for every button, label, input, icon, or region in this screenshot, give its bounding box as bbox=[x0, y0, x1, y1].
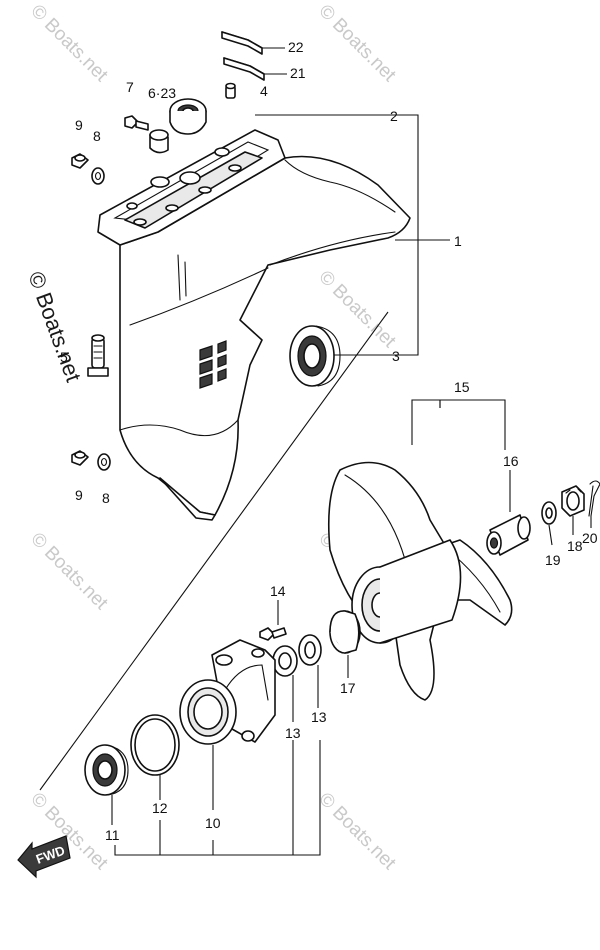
watermark-side: © Boats.net bbox=[23, 268, 86, 385]
bearing-3 bbox=[289, 325, 341, 387]
callout-12: 12 bbox=[152, 800, 168, 816]
callout-14: 14 bbox=[270, 583, 286, 599]
cotter-pin-20 bbox=[588, 480, 600, 517]
callout-21: 21 bbox=[290, 65, 306, 81]
watermark-1: © Boats.net bbox=[26, 1, 112, 87]
callout-20: 20 bbox=[582, 530, 598, 546]
oil-seal-13b bbox=[298, 634, 322, 666]
callout-3: 3 bbox=[392, 348, 400, 364]
callout-6-23: 6·23 bbox=[148, 85, 176, 101]
callout-16: 16 bbox=[503, 453, 519, 469]
callout-19: 19 bbox=[545, 552, 561, 568]
shaft-housing-10 bbox=[179, 639, 276, 745]
bolt-9-top bbox=[71, 153, 89, 169]
pin-4 bbox=[225, 82, 236, 99]
callout-1: 1 bbox=[454, 233, 462, 249]
washer-8-bottom bbox=[97, 453, 111, 471]
bearing-11 bbox=[84, 744, 129, 796]
callout-8-top: 8 bbox=[93, 128, 101, 144]
propeller bbox=[327, 461, 513, 701]
callout-10: 10 bbox=[205, 815, 221, 831]
callout-9-bottom: 9 bbox=[75, 487, 83, 503]
nut-18 bbox=[561, 485, 585, 517]
callout-4: 4 bbox=[260, 83, 268, 99]
bolt-5 bbox=[87, 334, 109, 377]
assembly-guide-line bbox=[39, 311, 389, 791]
watermark-7: © Boats.net bbox=[314, 789, 400, 875]
callout-5: 5 bbox=[60, 349, 68, 365]
callouts: 22 21 7 6·23 4 2 9 8 1 5 3 15 16 9 8 19 … bbox=[60, 39, 598, 843]
washer-8-top bbox=[91, 167, 105, 185]
bolt-7 bbox=[124, 115, 149, 131]
callout-8-bottom: 8 bbox=[102, 490, 110, 506]
fwd-arrow-icon: FWD bbox=[17, 835, 71, 879]
thrust-washer-17 bbox=[329, 610, 361, 654]
callout-15: 15 bbox=[454, 379, 470, 395]
o-ring-12 bbox=[130, 714, 180, 776]
callout-18: 18 bbox=[567, 538, 583, 554]
callout-22: 22 bbox=[288, 39, 304, 55]
bolt-9-bottom bbox=[71, 450, 89, 466]
anode-22 bbox=[221, 31, 263, 55]
callout-11: 11 bbox=[105, 827, 120, 843]
bolt-14 bbox=[259, 627, 287, 641]
callout-9-top: 9 bbox=[75, 117, 83, 133]
watermark-4: © Boats.net bbox=[26, 529, 112, 615]
callout-17: 17 bbox=[340, 680, 356, 696]
oil-seal-13a bbox=[272, 645, 298, 677]
washer-19 bbox=[541, 501, 557, 525]
collar-6-23 bbox=[149, 129, 169, 154]
anode-21 bbox=[223, 57, 265, 81]
spacer-16 bbox=[486, 514, 531, 556]
watermark-2: © Boats.net bbox=[314, 1, 400, 87]
callout-7: 7 bbox=[126, 79, 134, 95]
callout-13-right: 13 bbox=[311, 709, 327, 725]
top-bearing bbox=[169, 98, 207, 135]
gear-case bbox=[97, 129, 411, 521]
callout-13-left: 13 bbox=[285, 725, 301, 741]
callout-2: 2 bbox=[390, 108, 398, 124]
